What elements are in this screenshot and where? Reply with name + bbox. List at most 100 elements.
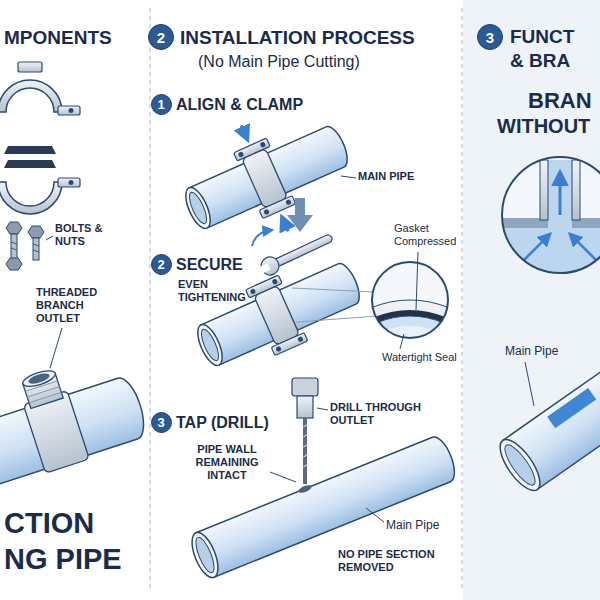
art-circle xyxy=(297,336,304,343)
magnifier-line xyxy=(292,288,374,292)
art-path xyxy=(570,234,598,262)
column-heading: FUNCT xyxy=(510,26,574,49)
column-heading: MPONENTS xyxy=(4,27,112,50)
art-rect xyxy=(274,234,334,267)
art-rect xyxy=(292,378,318,396)
leader-line xyxy=(341,176,356,178)
art-line xyxy=(11,248,17,250)
art-ellipse xyxy=(192,535,217,575)
art-line xyxy=(302,454,308,458)
clamp-lower-half xyxy=(0,178,80,214)
leader-line xyxy=(525,362,534,406)
leader-line xyxy=(270,472,296,482)
tighten-arrow xyxy=(252,230,272,246)
art-rect xyxy=(58,106,80,115)
art-ellipse xyxy=(198,327,222,363)
callout-number: 1 xyxy=(157,98,164,111)
leader-line xyxy=(50,328,62,368)
step-title: TAP (DRILL) xyxy=(176,413,269,432)
art-rect xyxy=(540,160,548,220)
art-path xyxy=(196,433,460,577)
panel-title: NG PIPE xyxy=(4,542,122,577)
step-badge: 1 xyxy=(151,94,172,115)
art-polygon xyxy=(28,226,44,238)
art-ellipse xyxy=(187,529,224,581)
callout-number: 3 xyxy=(486,30,494,45)
column-heading: & BRA xyxy=(510,50,570,73)
step-badge: 2 xyxy=(151,254,172,275)
art-rect xyxy=(18,62,42,72)
art-rect xyxy=(246,275,283,298)
branch-detail xyxy=(500,155,600,278)
art-line xyxy=(303,418,307,484)
art-line xyxy=(302,444,308,448)
art-line xyxy=(302,424,308,428)
clamp-upper-half xyxy=(0,62,80,115)
callout-number: 2 xyxy=(157,30,165,45)
callout-label: NO PIPE SECTION REMOVED xyxy=(338,548,458,574)
leader-line xyxy=(317,408,328,410)
art-path xyxy=(4,146,56,154)
art-line xyxy=(11,242,17,244)
art-ellipse xyxy=(493,434,547,497)
badge-circle xyxy=(151,94,171,114)
step-badge: 3 xyxy=(477,24,503,50)
art-circle xyxy=(258,254,282,278)
art-path xyxy=(0,80,62,112)
step-arrow xyxy=(287,198,313,232)
main-pipe xyxy=(493,353,600,496)
drill-hole xyxy=(297,484,312,495)
column-heading: WITHOUT xyxy=(497,114,590,138)
art-path xyxy=(4,160,56,168)
main-pipe-with-clamp xyxy=(166,90,367,264)
art-rect xyxy=(547,388,596,428)
subheading: (No Main Pipe Cutting) xyxy=(198,52,360,71)
badge-circle xyxy=(149,25,174,50)
callout-label: Main Pipe xyxy=(386,518,439,532)
panel-title: CTION xyxy=(4,506,94,541)
art-circle xyxy=(272,278,279,285)
gasket-pieces xyxy=(4,146,56,168)
art-rect xyxy=(297,396,313,418)
art-line xyxy=(302,464,308,468)
detail-circle xyxy=(372,262,448,338)
step-title: SECURE xyxy=(176,255,243,274)
leader-line xyxy=(46,236,53,240)
art-ellipse xyxy=(193,321,227,369)
art-rect xyxy=(58,178,80,187)
art-path xyxy=(0,182,62,214)
callout-label: MAIN PIPE xyxy=(358,170,414,183)
callout-label: DRILL THROUGH OUTLET xyxy=(330,401,442,427)
art-line xyxy=(25,381,57,392)
art-circle xyxy=(238,151,245,158)
bolts-and-nuts xyxy=(6,222,44,270)
art-rect xyxy=(11,234,17,260)
column-divider xyxy=(461,8,463,592)
column-divider xyxy=(149,8,151,592)
art-path xyxy=(522,234,550,262)
step-badge: 3 xyxy=(151,412,172,433)
art-rect xyxy=(242,148,288,208)
art-circle xyxy=(69,108,74,113)
art-circle xyxy=(285,199,292,206)
art-path xyxy=(189,123,352,228)
art-line xyxy=(559,172,562,215)
art-rect xyxy=(271,333,308,356)
art-rect xyxy=(234,138,271,161)
callout-number: 2 xyxy=(157,258,164,271)
art-rect xyxy=(259,263,270,273)
art-ellipse xyxy=(181,184,215,232)
art-path xyxy=(201,260,364,365)
leader-line xyxy=(366,508,384,522)
leader-line xyxy=(400,334,404,349)
art-path xyxy=(287,215,313,232)
callout-label: PIPE WALL REMAINING INTACT xyxy=(186,443,268,483)
callout-label: Gasket Compressed xyxy=(394,222,460,248)
art-polygon xyxy=(6,222,22,234)
drill xyxy=(292,378,318,484)
art-circle xyxy=(250,288,257,295)
wrench xyxy=(257,229,335,278)
leader-line xyxy=(416,252,418,310)
